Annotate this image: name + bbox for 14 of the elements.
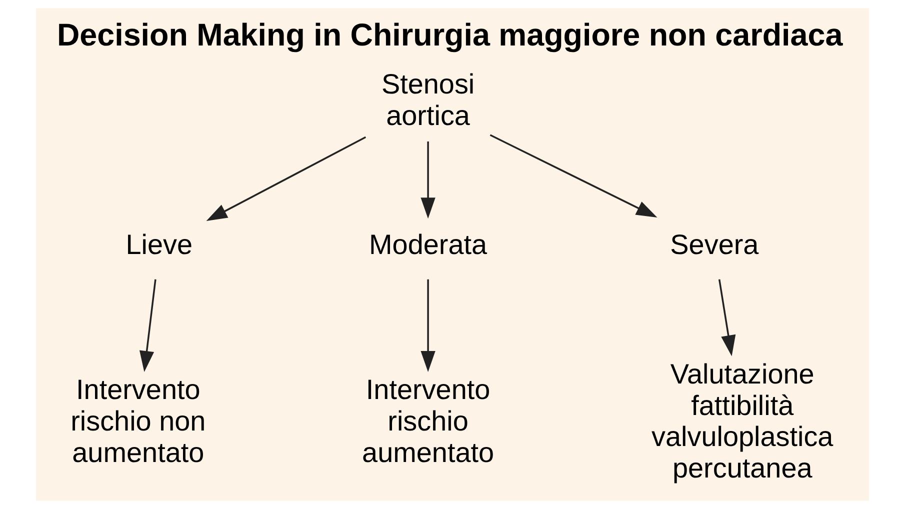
arrow (718, 279, 736, 356)
node-text: Intervento rischio non aumentato (70, 374, 206, 468)
arrow (206, 136, 366, 221)
arrow (420, 279, 435, 372)
node-text: Valutazione fattibilità valvuloplastica percutanea (651, 358, 833, 484)
node-text: Lieve (125, 229, 192, 260)
arrow (420, 141, 435, 219)
node-text: Severa (670, 229, 758, 260)
arrow (489, 134, 657, 218)
diagram-title: Decision Making in Chirurgia maggiore non cardiaca (56, 18, 842, 53)
node-text: Stenosi aortica (380, 68, 474, 131)
node-text: Intervento rischio aumentato (362, 374, 494, 468)
arrow (138, 279, 156, 372)
node-text: Moderata (368, 229, 487, 260)
